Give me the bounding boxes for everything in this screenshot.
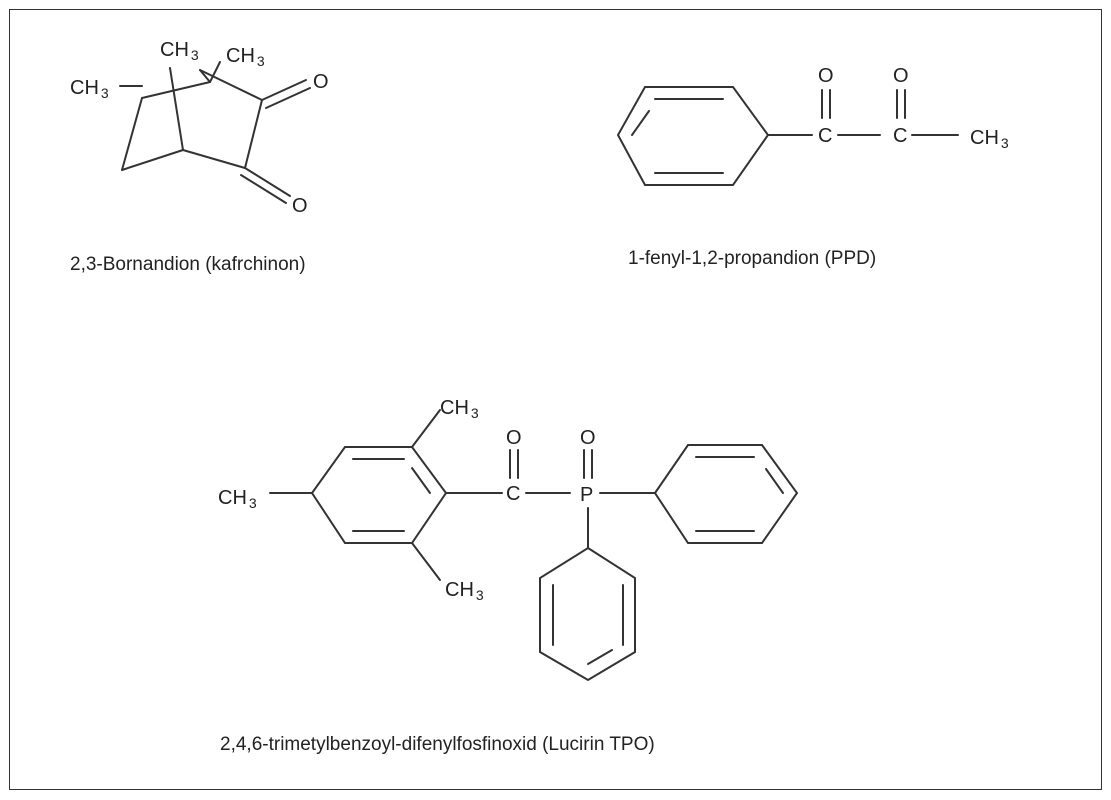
oxygen-label: O (292, 195, 308, 217)
oxygen-label: O (313, 71, 329, 93)
molecule-caption: 1-fenyl-1,2-propandion (PPD) (628, 248, 876, 269)
tpo-bonds (269, 409, 799, 682)
molecule-caption: 2,3-Bornandion (kafrchinon) (70, 254, 306, 275)
camphorquinone-bonds (119, 61, 311, 204)
phosphorus-label: P (580, 484, 593, 506)
carbon-label: C (893, 125, 907, 147)
molecule-caption: 2,4,6-trimetylbenzoyl-difenylfosfinoxid … (220, 734, 655, 755)
carbon-label: C (818, 125, 832, 147)
carbon-label: C (506, 483, 520, 505)
oxygen-label: O (818, 65, 834, 87)
oxygen-label: O (506, 427, 522, 449)
ppd-bonds (616, 86, 959, 186)
oxygen-label: O (893, 65, 909, 87)
oxygen-label: O (580, 427, 596, 449)
figure-frame (9, 9, 1102, 790)
